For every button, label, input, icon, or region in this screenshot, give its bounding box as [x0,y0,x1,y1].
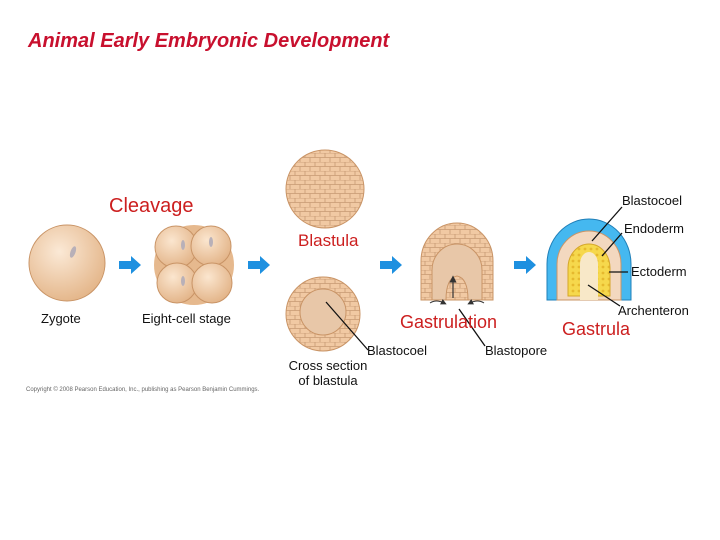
stage-label-gastrulation: Gastrulation [400,312,498,332]
zygote-figure [28,224,106,302]
stage-label-cleavage: Cleavage [109,195,194,217]
label-archenteron: Archenteron [618,303,689,318]
blastula-cross-section-figure [285,276,361,352]
arrow-icon [119,256,141,274]
label-endoderm: Endoderm [624,221,684,236]
stage-arrows [119,256,536,274]
eight-cell-figure [154,225,234,305]
arrow-icon [514,256,536,274]
gastrula-figure [546,218,632,301]
label-zygote: Zygote [41,311,81,326]
stage-label-blastula: Blastula [298,231,359,250]
label-cross-section: Cross section of blastula [280,358,376,388]
stage-label-gastrula: Gastrula [562,319,631,339]
page-title: Animal Early Embryonic Development [28,30,390,52]
arrow-icon [380,256,402,274]
arrow-icon [248,256,270,274]
label-blastocoel-top: Blastocoel [622,193,682,208]
cross-section-line-2: of blastula [298,373,358,388]
label-eight-cell-stage: Eight-cell stage [142,311,231,326]
label-ectoderm: Ectoderm [631,264,687,279]
cross-section-line-1: Cross section [288,358,368,373]
leader-lines [325,206,628,351]
blastula-figure [285,149,365,229]
gastrulation-figure [420,222,494,305]
copyright-notice: Copyright © 2008 Pearson Education, Inc.… [26,387,260,393]
label-blastopore: Blastopore [485,343,548,358]
label-blastocoel-bottom: Blastocoel [367,343,427,358]
